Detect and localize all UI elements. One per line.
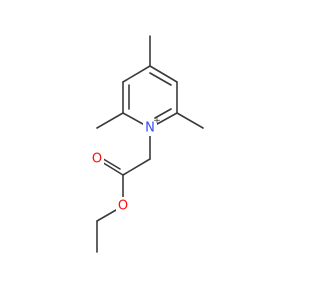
bonds-group	[96, 35, 204, 253]
carbonyl-oxygen-label: O	[92, 152, 102, 167]
ester-oxygen-label: O	[118, 199, 128, 214]
bond-c6-methyl	[176, 112, 204, 129]
bond-c6-n1-double	[154, 108, 172, 119]
bond-c4-c5	[149, 65, 178, 83]
bond-c3-c4	[122, 65, 151, 83]
positive-charge-label: +	[153, 116, 161, 126]
bond-c2-methyl	[96, 112, 124, 129]
bond-ch2-carbonyl	[122, 158, 151, 176]
nitrogen-atom-label: N	[145, 121, 155, 136]
atom-labels-group: N + O O	[90, 116, 161, 214]
bond-c4-c5-double	[149, 72, 172, 86]
molecule-structure: N + O O	[90, 35, 204, 253]
